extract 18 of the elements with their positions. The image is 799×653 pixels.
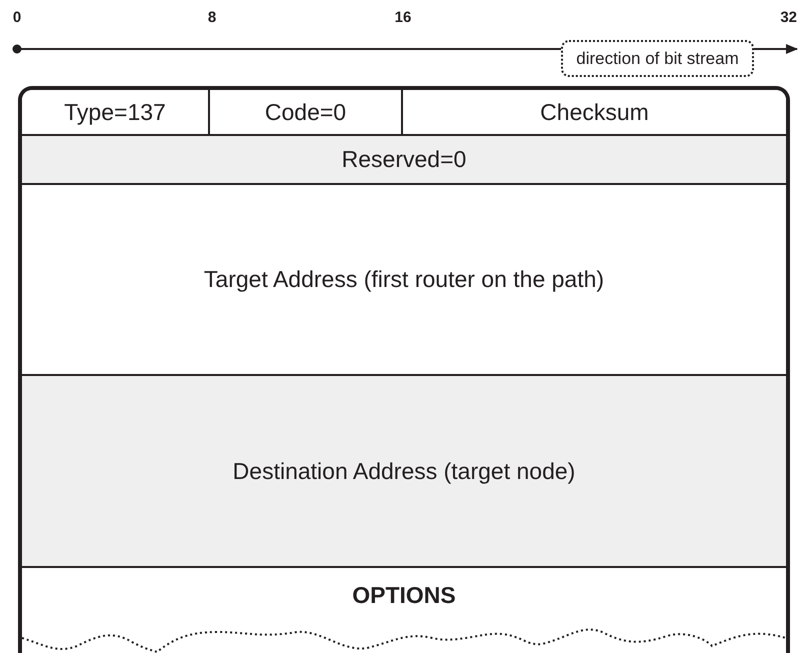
header-field xyxy=(403,90,786,136)
field-label: Type=137 xyxy=(64,100,166,124)
bit-position-label: 32 xyxy=(780,10,797,25)
bit-position-label: 16 xyxy=(394,10,412,25)
field-label: OPTIONS xyxy=(352,584,456,607)
field-label: Target Address (first router on the path) xyxy=(204,268,604,291)
bit-position-label: 8 xyxy=(208,10,216,25)
header-field xyxy=(22,136,786,185)
bit-position-label: 0 xyxy=(12,10,22,25)
note-text: direction of bit stream xyxy=(576,48,739,70)
note-box xyxy=(561,40,754,77)
header-field xyxy=(210,90,403,136)
header-field xyxy=(22,90,210,136)
field-label: Destination Address (target node) xyxy=(232,460,576,482)
field-label: Code=0 xyxy=(264,100,346,124)
field-label: Checksum xyxy=(540,100,649,124)
field-label: Reserved=0 xyxy=(342,148,466,171)
header-field xyxy=(22,376,786,568)
